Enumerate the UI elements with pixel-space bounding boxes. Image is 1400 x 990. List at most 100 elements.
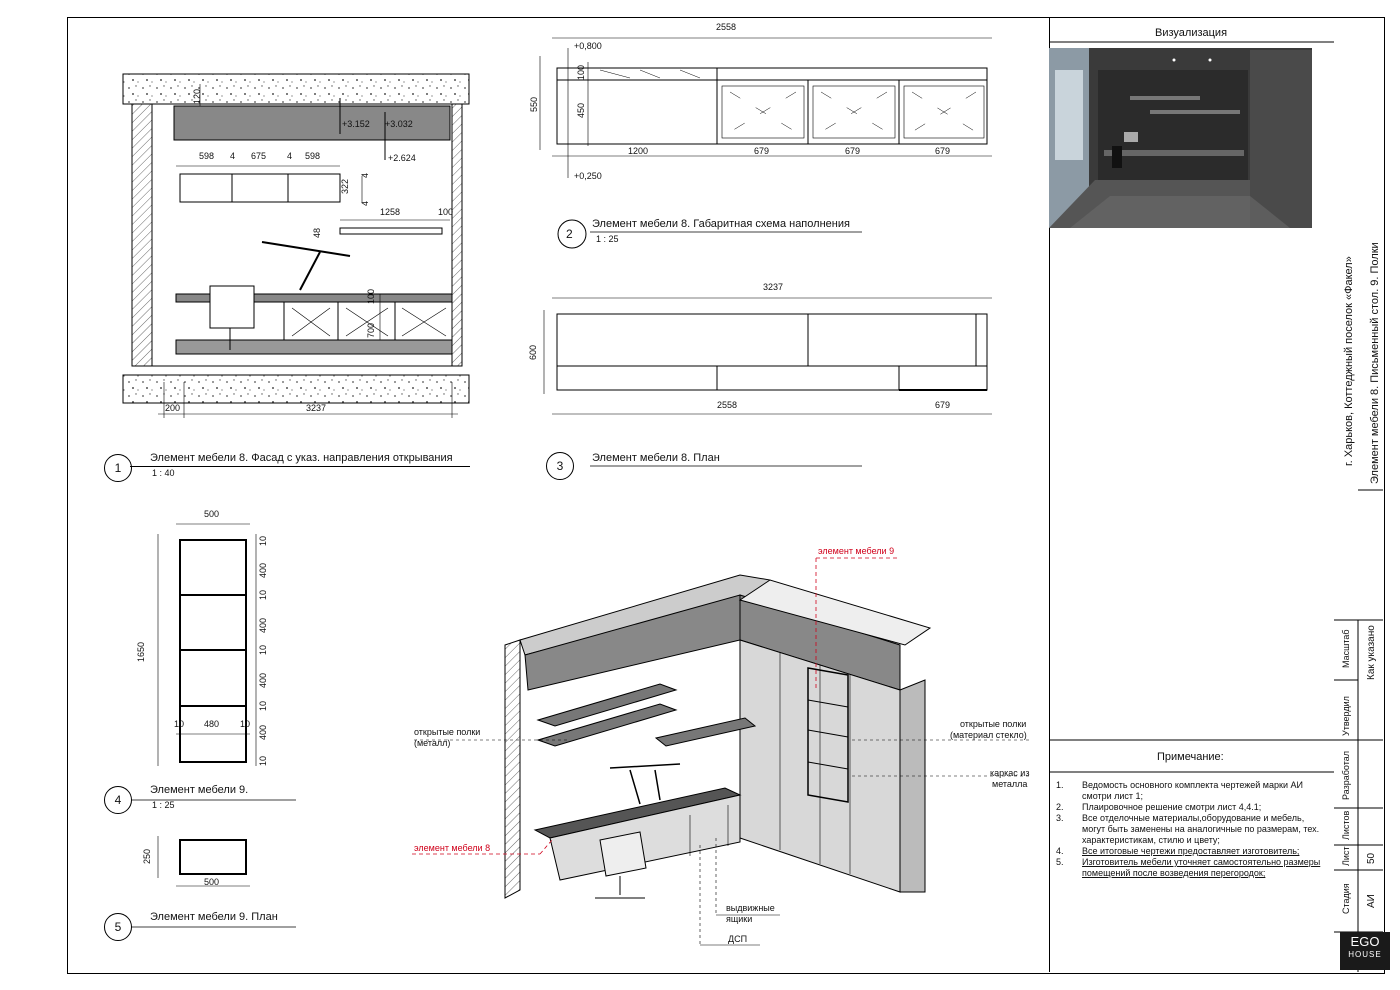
shelf-h400a: 400 [258, 562, 268, 578]
shelf-side1: 10 [174, 719, 185, 729]
titleblock-border [1049, 17, 1335, 972]
shelf-h10a: 10 [258, 535, 268, 546]
dim-d100: 100 [438, 207, 454, 217]
sheet-name: Элемент мебели 8. Письменный стол. 9. По… [1369, 242, 1381, 484]
shelf-plan-depth: 250 [142, 848, 152, 864]
view-5-number: 5 [104, 913, 132, 941]
notes-title: Примечание: [1157, 751, 1224, 763]
sheet-border [67, 17, 1385, 974]
level-1: +3.152 [342, 119, 370, 129]
dim-bottom-offset: +0,250 [574, 171, 602, 181]
dim-seg3: 679 [845, 146, 861, 156]
shelf-plan [130, 836, 296, 928]
view-3-title: Элемент мебели 8. План [592, 452, 720, 464]
note-4: 4.Все итоговые чертежи предоставляет изг… [1056, 846, 1300, 856]
note-2: 2.Плаировочное решение смотри лист 4,4.1… [1056, 802, 1262, 812]
label-furniture-9: элемент мебели 9 [818, 546, 895, 556]
logo-bottom: HOUSE [1348, 950, 1382, 959]
dim-h4a: 4 [360, 172, 370, 178]
plan-2558: 2558 [717, 400, 738, 410]
sheet-value: 50 [1366, 852, 1377, 864]
note-1: 1.Ведомость основного комплекта чертежей… [1056, 780, 1303, 801]
view-3-number: 3 [546, 452, 574, 480]
scale-value: Как указано [1366, 625, 1377, 680]
view-1-number: 1 [104, 454, 132, 482]
view-1-title: Элемент мебели 8. Фасад с указ. направле… [150, 452, 453, 464]
visualization-image [1049, 48, 1312, 228]
stage-label: Стадия [1341, 883, 1351, 914]
shelf-side2: 10 [240, 719, 251, 729]
view-1-underline [130, 466, 470, 467]
plan-679: 679 [935, 400, 951, 410]
view-4-number: 4 [104, 786, 132, 814]
level-2: +3.032 [385, 119, 413, 129]
view-2-scale: 1 : 25 [596, 234, 619, 244]
dim-4a: 4 [230, 151, 236, 161]
shelf-inner: 480 [204, 719, 220, 729]
dim-w1258: 1258 [380, 207, 401, 217]
shelf-h10b: 10 [258, 589, 268, 600]
stage-value: АИ [1366, 894, 1377, 908]
label-open-metal2: (металл) [414, 738, 451, 748]
label-open-glass2: (материал стекло) [950, 730, 1027, 740]
shelf-h400b: 400 [258, 617, 268, 633]
dim-upper: 100 [576, 64, 586, 80]
level-3: +2.624 [388, 153, 416, 163]
dim-h322: 322 [340, 178, 350, 194]
shelf-h10d: 10 [258, 700, 268, 711]
view-4-title: Элемент мебели 9. [150, 784, 249, 796]
view-2-number: 2 [566, 227, 573, 241]
dim-h4b: 4 [360, 200, 370, 206]
label-drawers1: выдвижные [726, 903, 775, 913]
dim-top-offset: +0,800 [574, 41, 602, 51]
developed-label: Разработал [1341, 751, 1351, 800]
note-5: 5.Изготовитель мебели уточняет самостоят… [1056, 857, 1321, 878]
dim-lower: 450 [576, 102, 586, 118]
shelf-height: 1650 [136, 641, 146, 662]
dim-598b: 598 [305, 151, 321, 161]
sheets-label: Листов [1341, 810, 1351, 840]
dim-w3237: 3237 [306, 403, 327, 413]
note-3: 3.Все отделочные материалы,оборудование … [1056, 813, 1320, 845]
notes-list: 1.Ведомость основного комплекта чертежей… [1056, 780, 1326, 879]
dim-d100b: 100 [366, 288, 376, 304]
view-2-title: Элемент мебели 8. Габаритная схема напол… [592, 218, 850, 230]
label-drawers2: ящики [726, 914, 753, 924]
dim-height: 550 [529, 96, 539, 112]
label-frame1: каркас из [990, 768, 1030, 778]
plan-view [543, 297, 992, 467]
scheme-view [539, 37, 992, 249]
shelf-plan-width: 500 [204, 877, 220, 887]
label-furniture-8: элемент мебели 8 [414, 843, 491, 853]
plan-depth: 600 [528, 344, 538, 360]
label-frame2: металла [992, 779, 1028, 789]
logo-top: EGO [1350, 934, 1380, 949]
dim-598a: 598 [199, 151, 215, 161]
visualization-title: Визуализация [1155, 27, 1228, 39]
label-dsp: ДСП [728, 934, 748, 944]
dim-675: 675 [251, 151, 267, 161]
label-open-metal: открытые полки [414, 727, 481, 737]
isometric-view [412, 557, 1030, 946]
view-4-scale: 1 : 25 [152, 800, 175, 810]
ego-house-logo: EGO HOUSE [1340, 932, 1390, 970]
facade-view [122, 73, 470, 418]
sheet-label: Лист [1341, 846, 1351, 866]
approved-label: Утвердил [1341, 696, 1351, 736]
view-5-title: Элемент мебели 9. План [150, 911, 278, 923]
plan-total: 3237 [763, 282, 784, 292]
dim-seg1: 1200 [628, 146, 649, 156]
dim-total-width: 2558 [716, 22, 737, 32]
label-open-glass: открытые полки [960, 719, 1027, 729]
dim-d200: 200 [165, 403, 181, 413]
shelf-h10c: 10 [258, 644, 268, 655]
shelf-h10e: 10 [258, 755, 268, 766]
scale-label: Масштаб [1341, 629, 1351, 668]
shelf-width: 500 [204, 509, 220, 519]
shelf-h400c: 400 [258, 672, 268, 688]
project-title: г. Харьков, Коттеджный поселок «Факел» [1343, 256, 1355, 466]
dim-d700: 700 [366, 322, 376, 338]
shelf-elevation [130, 523, 296, 801]
